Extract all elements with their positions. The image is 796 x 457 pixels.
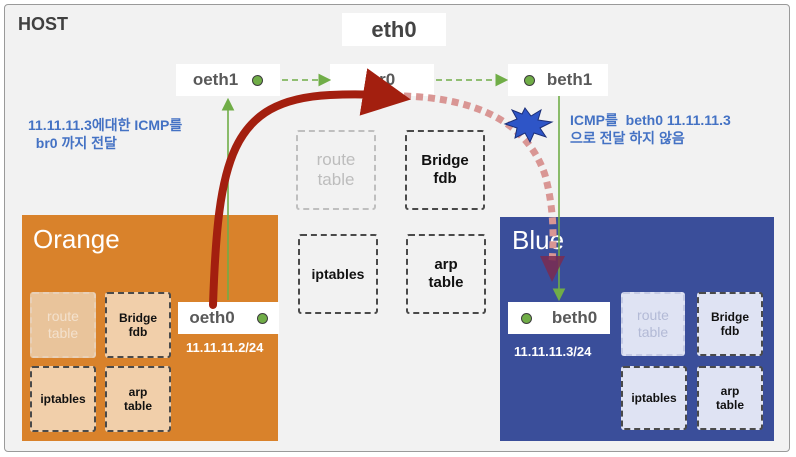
dropped-icmp-arrowhead — [540, 256, 565, 282]
note-right: ICMP를 beth0 11.11.11.3 으로 전달 하지 않음 — [570, 112, 731, 147]
host-iptables[interactable]: iptables — [298, 234, 378, 314]
oeth0-label: oeth0 — [189, 308, 235, 327]
orange-iptables[interactable]: iptables — [30, 366, 96, 432]
host-label: HOST — [18, 14, 69, 34]
beth1-link-dot — [523, 74, 535, 86]
blue-iptables[interactable]: iptables — [621, 366, 687, 430]
beth0-link-dot — [520, 312, 532, 324]
host-arp-table-label: arp table — [428, 256, 464, 291]
orange-bridge-fdb[interactable]: Bridge fdb — [105, 292, 171, 358]
orange-title: Orange — [33, 224, 120, 254]
orange-arp-table[interactable]: arp table — [105, 366, 171, 432]
beth1-label: beth1 — [546, 70, 593, 89]
blue-arp-table[interactable]: arp table — [697, 366, 763, 430]
orange-arp-table-label: arp table — [123, 384, 152, 413]
orange-iptables-label: iptables — [40, 391, 86, 406]
beth1-interface[interactable]: beth1 — [508, 64, 608, 96]
host-iptables-label: iptables — [311, 265, 365, 282]
dropped-icmp-path — [403, 92, 557, 263]
oeth1-link-dot — [252, 74, 264, 86]
blue-arp-table-label: arp table — [715, 383, 744, 412]
beth0-label: beth0 — [551, 308, 598, 327]
host-route-table[interactable]: route table — [296, 130, 376, 210]
icmp-path — [209, 68, 411, 309]
host-route-table-label: route table — [316, 149, 356, 189]
host-bridge-fdb-label: Bridge fdb — [421, 152, 469, 187]
eth0-interface[interactable]: eth0 — [342, 13, 446, 46]
oeth0-interface[interactable]: oeth0 — [178, 302, 279, 334]
blue-bridge-fdb-label: Bridge fdb — [710, 309, 749, 338]
blocked-burst-icon — [503, 107, 554, 144]
oeth0-link-dot — [256, 312, 268, 324]
beth0-interface[interactable]: beth0 — [508, 302, 610, 334]
orange-route-table-label: route table — [47, 308, 79, 341]
blue-iptables-label: iptables — [631, 390, 677, 405]
blue-bridge-fdb[interactable]: Bridge fdb — [697, 292, 763, 356]
host-bridge-fdb[interactable]: Bridge fdb — [405, 130, 485, 210]
note-left: 11.11.11.3에대한 ICMP를 br0 까지 전달 — [28, 117, 183, 152]
blue-route-table-label: route table — [637, 307, 669, 340]
beth0-ip: 11.11.11.3/24 — [514, 344, 592, 359]
oeth1-interface[interactable]: oeth1 — [176, 64, 280, 96]
orange-bridge-fdb-label: Bridge fdb — [118, 310, 157, 339]
host-arp-table[interactable]: arp table — [406, 234, 486, 314]
blue-route-table[interactable]: route table — [621, 292, 685, 356]
orange-route-table[interactable]: route table — [30, 292, 96, 358]
eth0-label: eth0 — [371, 16, 417, 42]
oeth0-ip: 11.11.11.2/24 — [186, 340, 264, 355]
oeth1-label: oeth1 — [192, 70, 239, 89]
